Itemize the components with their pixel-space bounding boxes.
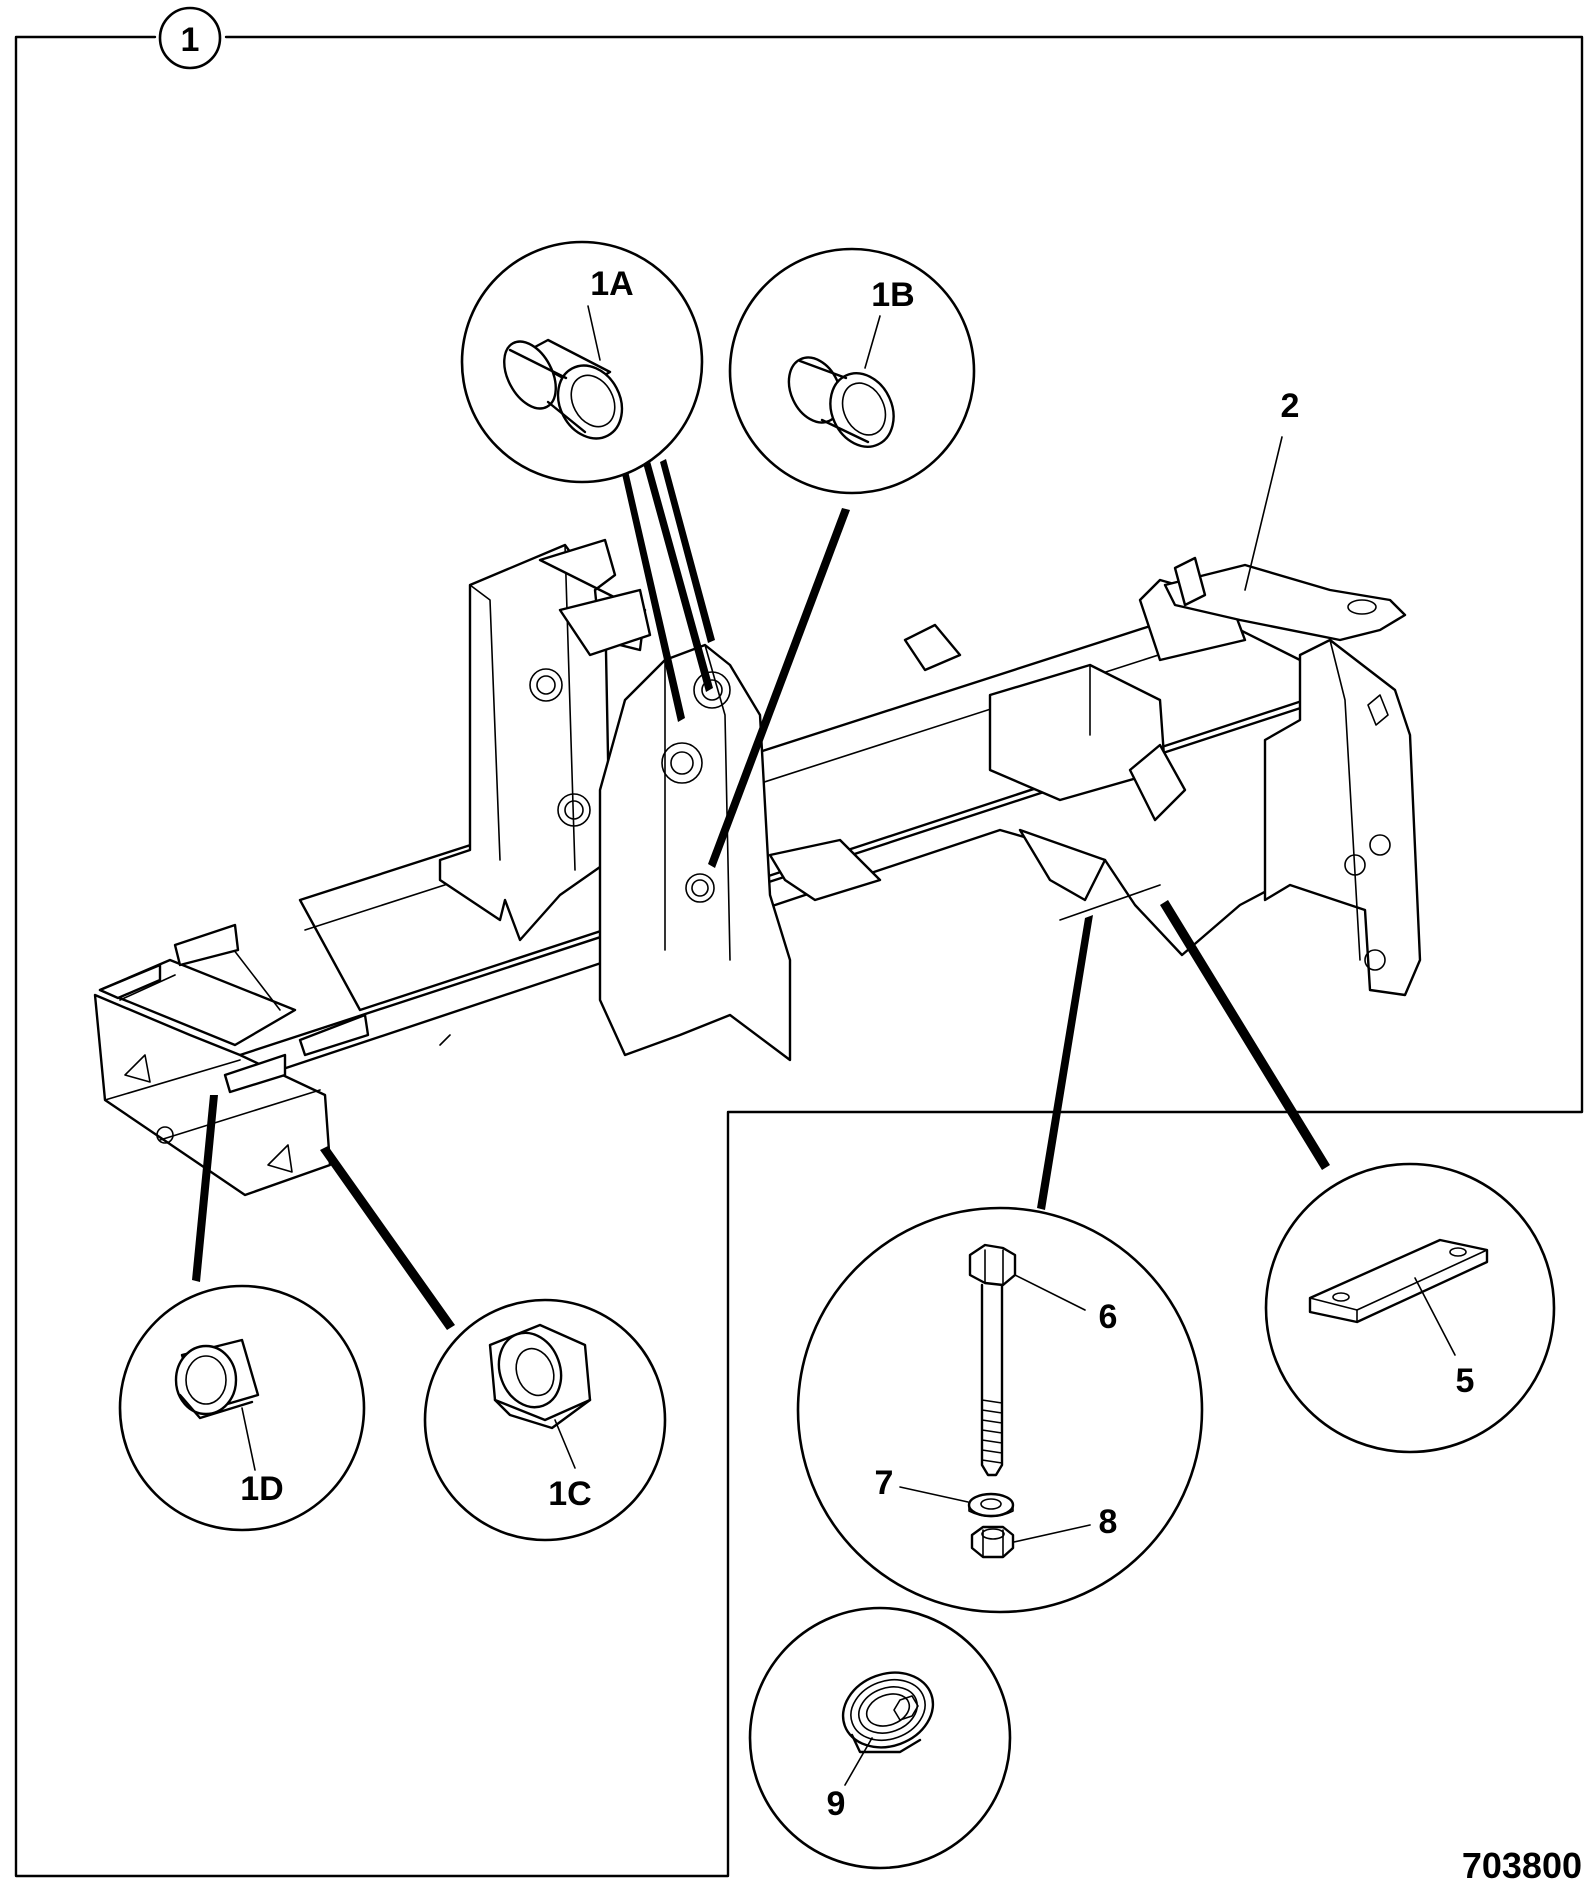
callout-7: 7: [875, 1464, 894, 1502]
bush-icon: [787, 356, 895, 448]
callout-6: 6: [1099, 1298, 1118, 1336]
callout-9: 9: [827, 1785, 846, 1823]
detail-9: 9: [748, 1606, 1012, 1870]
detail-1A: 1A: [460, 240, 704, 484]
washer-icon: [967, 1492, 1015, 1518]
plate-icon: [1308, 1238, 1489, 1324]
nut-icon: [970, 1525, 1015, 1559]
callout-1D: 1D: [240, 1470, 283, 1508]
detail-1C: 1C: [423, 1298, 667, 1542]
bush-icon: [503, 338, 624, 440]
group-callout-1: 1: [158, 6, 222, 70]
callout-1B: 1B: [871, 276, 914, 314]
figure-number: 703800: [1462, 1845, 1582, 1886]
callout-1A: 1A: [590, 265, 633, 303]
chassis-frame-icon: [93, 538, 1422, 1197]
group-1-outline: [14, 35, 1584, 1878]
detail-1D: 1D: [118, 1284, 366, 1532]
callout-5: 5: [1456, 1362, 1475, 1400]
detail-fasteners: 6 7 8: [796, 1206, 1204, 1614]
group-callout-1-label: 1: [181, 21, 200, 59]
callout-8: 8: [1099, 1503, 1118, 1541]
detail-5: 5: [1264, 1162, 1556, 1454]
detail-1B: 1B: [728, 247, 976, 495]
leader-lines: [192, 436, 1330, 1330]
callout-2: 2: [1281, 387, 1300, 425]
spacer-nut-icon: [488, 1323, 592, 1430]
callout-1C: 1C: [548, 1475, 591, 1513]
callout-2-group: 2: [1281, 387, 1300, 425]
bush-icon: [174, 1338, 260, 1420]
plug-icon: [841, 1671, 935, 1754]
